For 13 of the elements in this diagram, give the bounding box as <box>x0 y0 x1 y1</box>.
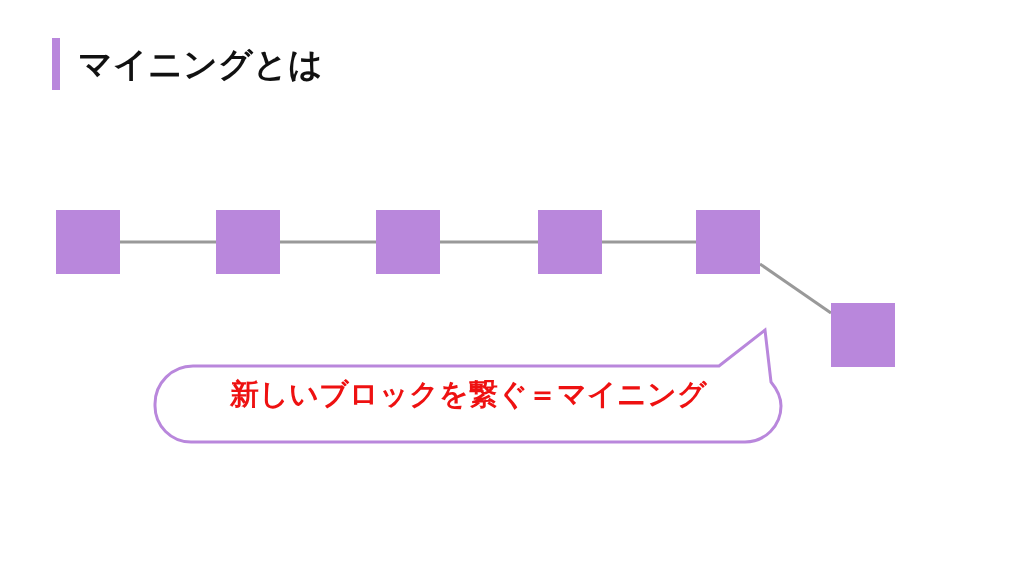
block-square <box>216 210 280 274</box>
connector-line <box>280 240 376 244</box>
connector-line <box>120 240 216 244</box>
connector-line <box>440 240 538 244</box>
connector-line <box>759 262 832 315</box>
block-square <box>376 210 440 274</box>
block-square <box>56 210 120 274</box>
connector-line <box>602 240 696 244</box>
title: マイニングとは <box>78 43 323 86</box>
block-square <box>831 303 895 367</box>
block-square <box>696 210 760 274</box>
block-square <box>538 210 602 274</box>
callout-text: 新しいブロックを繋ぐ＝マイニング <box>229 377 707 411</box>
